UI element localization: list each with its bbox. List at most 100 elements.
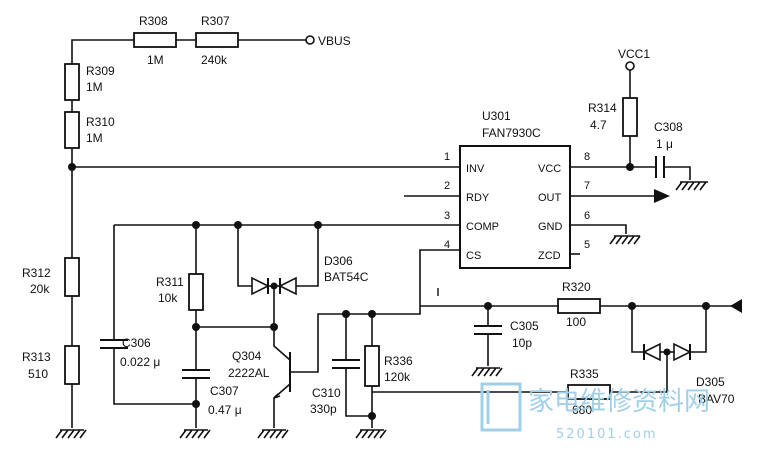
ground-symbol xyxy=(609,235,641,245)
output-arrow xyxy=(654,189,670,203)
diode-d306-b xyxy=(278,276,297,296)
vbus-terminal xyxy=(305,35,315,45)
c308-ref: C308 xyxy=(654,120,683,134)
resistor-r308 xyxy=(133,32,177,48)
pin-num-5: 5 xyxy=(584,239,590,251)
r310-ref: R310 xyxy=(86,115,115,129)
wire-top-divider xyxy=(71,39,306,64)
r309-value: 1M xyxy=(86,80,103,94)
pin-name-out: OUT xyxy=(538,192,562,204)
diode-d305-b xyxy=(673,342,692,362)
pin-name-inv: INV xyxy=(466,163,485,175)
r335-ref: R335 xyxy=(570,367,599,381)
junction-c307 xyxy=(192,400,200,408)
r336-value: 120k xyxy=(384,370,411,384)
c306-ref: C306 xyxy=(122,336,151,350)
d305-value: BAV70 xyxy=(698,392,735,406)
junction-c310-gnd xyxy=(368,412,376,420)
r335-value: 680 xyxy=(572,403,592,417)
pin-num-6: 6 xyxy=(584,210,590,222)
resistor-r309 xyxy=(64,63,80,101)
r311-ref: R311 xyxy=(156,275,184,289)
pin-name-zcd: ZCD xyxy=(538,250,561,262)
watermark-text: 家电维修资料网 xyxy=(528,387,710,417)
wire-d305 xyxy=(631,306,707,353)
pin-num-4: 4 xyxy=(444,239,450,251)
ground-symbol xyxy=(55,429,87,439)
pin-num-1: 1 xyxy=(444,151,450,163)
c308-value: 1 μ xyxy=(656,137,673,151)
wire-cs xyxy=(346,249,460,315)
resistor-r314 xyxy=(622,97,638,137)
c307-value: 0.47 μ xyxy=(208,403,242,417)
pin-name-gnd: GND xyxy=(538,221,563,233)
c305-ref: C305 xyxy=(510,319,539,333)
d306-value: BAT54C xyxy=(324,270,369,284)
r320-value: 100 xyxy=(566,315,586,329)
q304-value: 2222AL xyxy=(228,366,270,380)
resistor-r312 xyxy=(64,257,80,297)
wire-gnd xyxy=(570,224,627,234)
pin-num-2: 2 xyxy=(444,180,450,192)
pin-num-7: 7 xyxy=(584,180,590,192)
r313-ref: R313 xyxy=(22,350,51,364)
wire-d306 xyxy=(237,225,319,287)
resistor-r307 xyxy=(195,32,239,48)
r314-ref: R314 xyxy=(588,101,617,115)
pin-name-comp: COMP xyxy=(466,221,499,233)
ic-part: FAN7930C xyxy=(482,126,541,140)
ground-symbol xyxy=(471,367,503,377)
wire-d306-to-base xyxy=(196,286,275,328)
vcc1-label: VCC1 xyxy=(618,47,650,61)
pin-name-vcc: VCC xyxy=(538,163,561,175)
r336-ref: R336 xyxy=(384,354,413,368)
pin-num-8: 8 xyxy=(584,151,590,163)
watermark-logo-icon xyxy=(480,382,522,432)
r313-value: 510 xyxy=(28,367,48,381)
r310-value: 1M xyxy=(86,131,103,145)
c307-ref: C307 xyxy=(210,384,239,398)
wire-c310-bottom xyxy=(345,368,372,417)
r312-value: 20k xyxy=(30,282,50,296)
ic-ref: U301 xyxy=(482,109,511,123)
vcc1-terminal xyxy=(625,61,635,71)
r311-value: 10k xyxy=(158,291,178,305)
r308-value: 1M xyxy=(147,53,164,67)
diode-d305-a xyxy=(642,342,661,362)
c305-value: 10p xyxy=(512,336,532,350)
d306-ref: D306 xyxy=(324,254,353,268)
ground-symbol xyxy=(355,429,387,439)
pin-num-3: 3 xyxy=(444,210,450,222)
diode-d306-a xyxy=(251,276,270,296)
resistor-r336 xyxy=(364,345,380,387)
watermark: 家电维修资料网 520101.com xyxy=(480,382,710,442)
c310-ref: C310 xyxy=(312,386,341,400)
r320-ref: R320 xyxy=(562,280,591,294)
wire-c306-bottom xyxy=(113,348,196,405)
vbus-label: VBUS xyxy=(318,34,351,48)
q304-ref: Q304 xyxy=(232,349,262,363)
r308-ref: R308 xyxy=(139,14,168,28)
c306-value: 0.022 μ xyxy=(120,355,160,369)
d305-ref: D305 xyxy=(696,375,725,389)
r309-ref: R309 xyxy=(86,64,115,78)
transistor-q304 xyxy=(273,313,346,428)
r307-ref: R307 xyxy=(201,14,230,28)
ground-symbol xyxy=(257,429,289,439)
resistor-r320 xyxy=(557,298,601,314)
c310-value: 330p xyxy=(310,402,337,416)
wire-d305-r335 xyxy=(610,352,668,393)
ground-symbol xyxy=(675,181,708,191)
resistor-r313 xyxy=(64,345,80,385)
pin-name-cs: CS xyxy=(466,250,481,262)
resistor-r335 xyxy=(567,384,611,400)
resistor-r310 xyxy=(64,111,80,149)
r307-value: 240k xyxy=(201,53,228,67)
r314-value: 4.7 xyxy=(590,118,607,132)
resistor-r311 xyxy=(188,273,204,311)
input-arrow xyxy=(730,299,742,313)
ic-u301-body xyxy=(459,145,571,269)
r312-ref: R312 xyxy=(22,266,51,280)
